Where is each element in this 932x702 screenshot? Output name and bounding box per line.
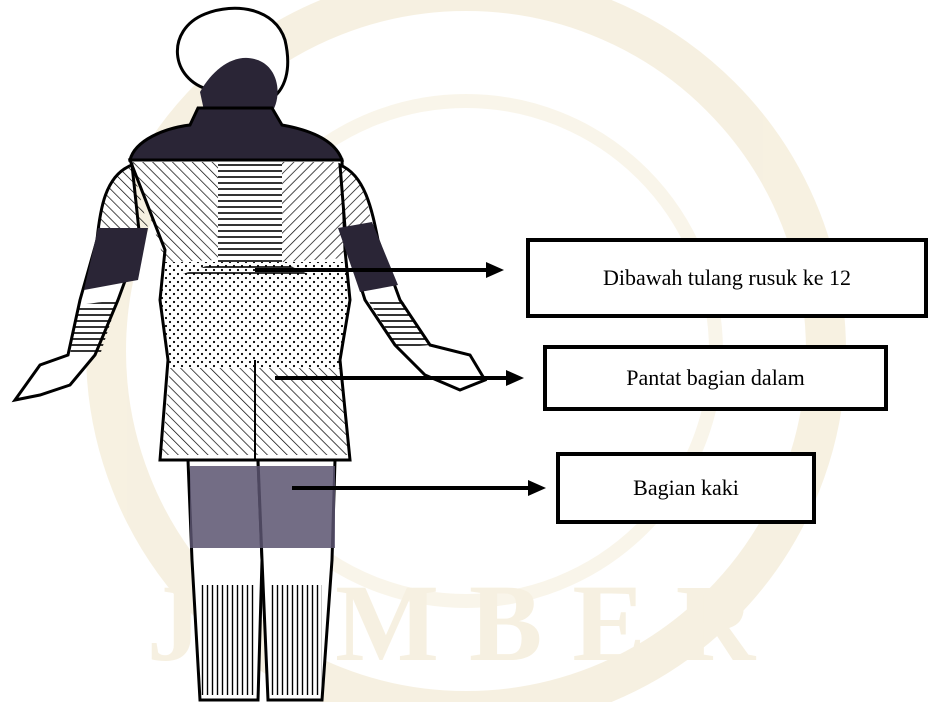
- upper-back-hatched-region-right: [282, 162, 346, 262]
- right-lower-leg-vertical-hatch: [270, 585, 322, 695]
- left-arm-dark-band: [84, 228, 148, 290]
- lower-back-dotted-region: [160, 262, 350, 368]
- right-forearm-hatch: [368, 300, 430, 348]
- label-leg-area: Bagian kaki: [556, 452, 816, 524]
- label-inner-buttocks: Pantat bagian dalam: [543, 345, 888, 411]
- label-below-12th-rib: Dibawah tulang rusuk ke 12: [526, 238, 928, 318]
- label-text: Bagian kaki: [633, 475, 739, 501]
- label-text: Dibawah tulang rusuk ke 12: [603, 265, 851, 291]
- left-lower-leg-vertical-hatch: [200, 585, 255, 695]
- label-text: Pantat bagian dalam: [626, 365, 804, 391]
- leg-band-shaded: [190, 466, 335, 548]
- upper-back-dark-region: [130, 108, 342, 160]
